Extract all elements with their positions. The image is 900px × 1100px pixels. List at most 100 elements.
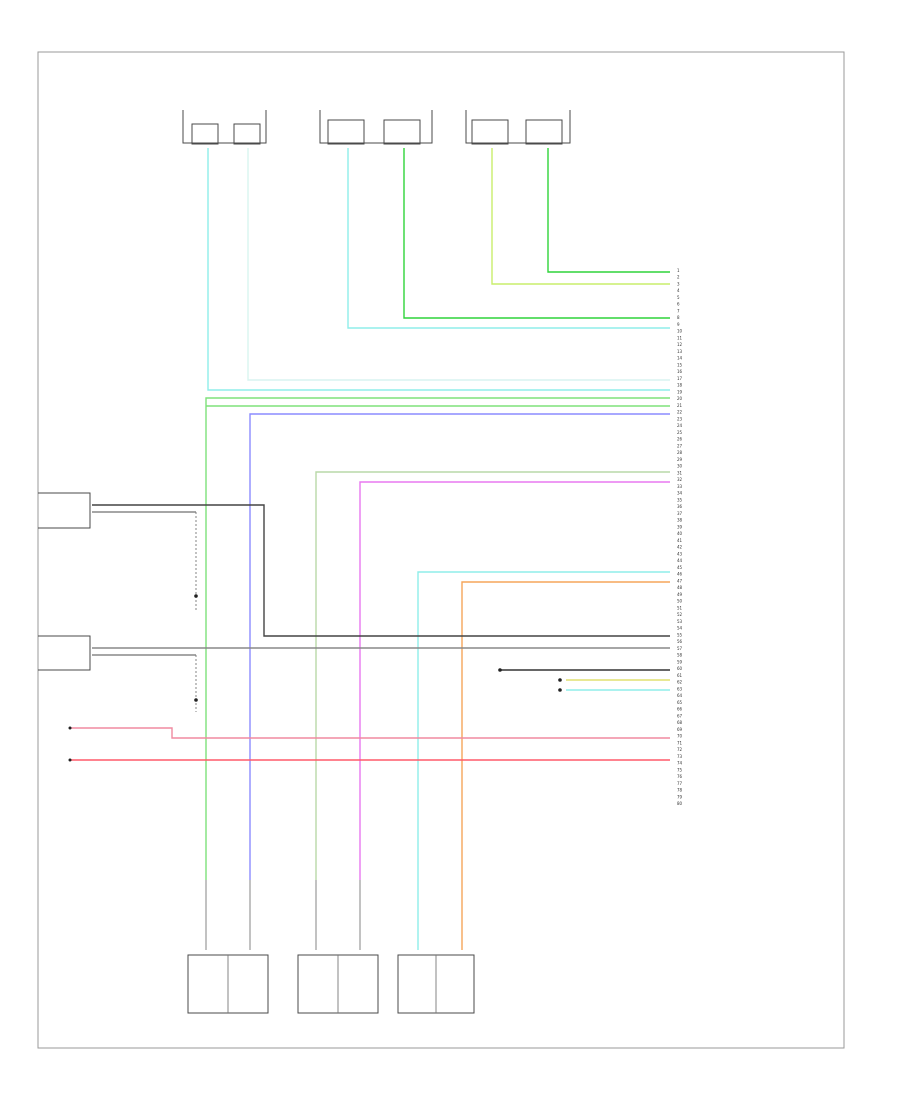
wire-light-blue-4 bbox=[207, 148, 670, 391]
connector-pin: 27 bbox=[677, 443, 683, 448]
connector-pin: 35 bbox=[677, 497, 683, 502]
connector-pin: 38 bbox=[677, 518, 683, 523]
wire-magenta-9 bbox=[359, 481, 670, 880]
connector-pin: 46 bbox=[677, 572, 683, 577]
wire-light-blue-2 bbox=[347, 148, 670, 329]
connector-pin: 37 bbox=[677, 511, 683, 516]
connector-pin: 19 bbox=[677, 389, 683, 394]
connector-pin-column: 1234567891011121314151617181920212223242… bbox=[677, 268, 683, 806]
connector-pin: 66 bbox=[677, 707, 683, 712]
wire-yellow-green-1 bbox=[491, 148, 670, 285]
wire-green-2 bbox=[403, 148, 670, 319]
wire-gray-8 bbox=[315, 471, 670, 880]
connector-pin: 9 bbox=[677, 322, 680, 327]
connector-pin: 59 bbox=[677, 659, 683, 664]
bottom-module-right bbox=[397, 954, 475, 1014]
connector-pin: 25 bbox=[677, 430, 683, 435]
sensor-group-left bbox=[182, 110, 267, 145]
connector-pin: 76 bbox=[677, 774, 683, 779]
connector-pin: 8 bbox=[677, 315, 680, 320]
connector-pin: 61 bbox=[677, 673, 683, 678]
connector-pin: 45 bbox=[677, 565, 683, 570]
connector-pin: 16 bbox=[677, 369, 683, 374]
sensor-group-right bbox=[465, 110, 571, 145]
connector-pin: 73 bbox=[677, 754, 683, 759]
connector-pin: 18 bbox=[677, 383, 683, 388]
connector-pin: 5 bbox=[677, 295, 680, 300]
connector-pin: 29 bbox=[677, 457, 683, 462]
connector-pin: 56 bbox=[677, 639, 683, 644]
connector-pin: 28 bbox=[677, 450, 683, 455]
wire-light-blue-10 bbox=[417, 571, 670, 950]
connector-pin: 2 bbox=[677, 275, 680, 280]
connector-pin: 11 bbox=[677, 336, 683, 341]
connector-pin: 65 bbox=[677, 700, 683, 705]
connector-pin: 10 bbox=[677, 329, 683, 334]
connector-pin: 20 bbox=[677, 396, 683, 401]
connector-pin: 1 bbox=[677, 268, 680, 273]
connector-pin: 30 bbox=[677, 464, 683, 469]
connector-pin: 14 bbox=[677, 356, 683, 361]
connector-pin: 12 bbox=[677, 342, 683, 347]
connector-pin: 3 bbox=[677, 282, 680, 287]
connector-pin: 58 bbox=[677, 653, 683, 658]
connector-pin: 51 bbox=[677, 605, 683, 610]
connector-pin: 6 bbox=[677, 302, 680, 307]
wire-pink-19 bbox=[70, 727, 670, 739]
bottom-module-left bbox=[187, 954, 269, 1014]
connector-pin: 23 bbox=[677, 416, 683, 421]
connector-pin: 52 bbox=[677, 612, 683, 617]
bottom-module-middle bbox=[297, 954, 379, 1014]
connector-pin: 13 bbox=[677, 349, 683, 354]
connector-pin: 31 bbox=[677, 470, 683, 475]
connector-pin: 24 bbox=[677, 423, 683, 428]
connector-pin: 75 bbox=[677, 767, 683, 772]
connector-pin: 54 bbox=[677, 626, 683, 631]
connector-pin: 70 bbox=[677, 734, 683, 739]
connector-pin: 80 bbox=[677, 801, 683, 806]
connector-pin: 74 bbox=[677, 761, 683, 766]
wire-blue-7 bbox=[249, 413, 670, 880]
connector-pin: 41 bbox=[677, 538, 683, 543]
connector-pin: 36 bbox=[677, 504, 683, 509]
connector-pin: 42 bbox=[677, 545, 683, 550]
connector-pin: 53 bbox=[677, 619, 683, 624]
bottom-connector-stubs bbox=[205, 880, 361, 950]
connector-pin: 32 bbox=[677, 477, 683, 482]
connector-pin: 40 bbox=[677, 531, 683, 536]
connector-pin: 49 bbox=[677, 592, 683, 597]
connector-pin: 4 bbox=[677, 288, 680, 293]
wire-green-5 bbox=[205, 397, 670, 880]
connector-pin: 78 bbox=[677, 788, 683, 793]
connector-pin: 7 bbox=[677, 309, 680, 314]
connector-pin: 47 bbox=[677, 578, 683, 583]
connector-pin: 60 bbox=[677, 666, 683, 671]
connector-pin: 34 bbox=[677, 491, 683, 496]
wires bbox=[70, 148, 670, 950]
connector-pin: 71 bbox=[677, 740, 683, 745]
connector-pin: 79 bbox=[677, 794, 683, 799]
connector-pin: 77 bbox=[677, 781, 683, 786]
connector-pin: 67 bbox=[677, 713, 683, 718]
sensor-group-middle bbox=[319, 110, 433, 145]
connector-pin: 48 bbox=[677, 585, 683, 590]
diagram-frame bbox=[37, 51, 845, 1049]
wire-gray-12 bbox=[92, 504, 670, 637]
left-side-module-lower bbox=[38, 635, 91, 671]
connector-pin: 26 bbox=[677, 437, 683, 442]
connector-pin: 39 bbox=[677, 524, 683, 529]
connector-pin: 21 bbox=[677, 403, 683, 408]
left-side-module-upper bbox=[38, 492, 91, 529]
wire-orange-11 bbox=[461, 581, 670, 950]
connector-pin: 72 bbox=[677, 747, 683, 752]
connector-pin: 33 bbox=[677, 484, 683, 489]
wire-light-blue-3 bbox=[247, 148, 670, 381]
connector-pin: 64 bbox=[677, 693, 683, 698]
connector-pin: 55 bbox=[677, 632, 683, 637]
connector-pin: 69 bbox=[677, 727, 683, 732]
wire-bright-green-1 bbox=[547, 148, 670, 273]
connector-pin: 43 bbox=[677, 551, 683, 556]
connector-pin: 68 bbox=[677, 720, 683, 725]
connector-pin: 17 bbox=[677, 376, 683, 381]
